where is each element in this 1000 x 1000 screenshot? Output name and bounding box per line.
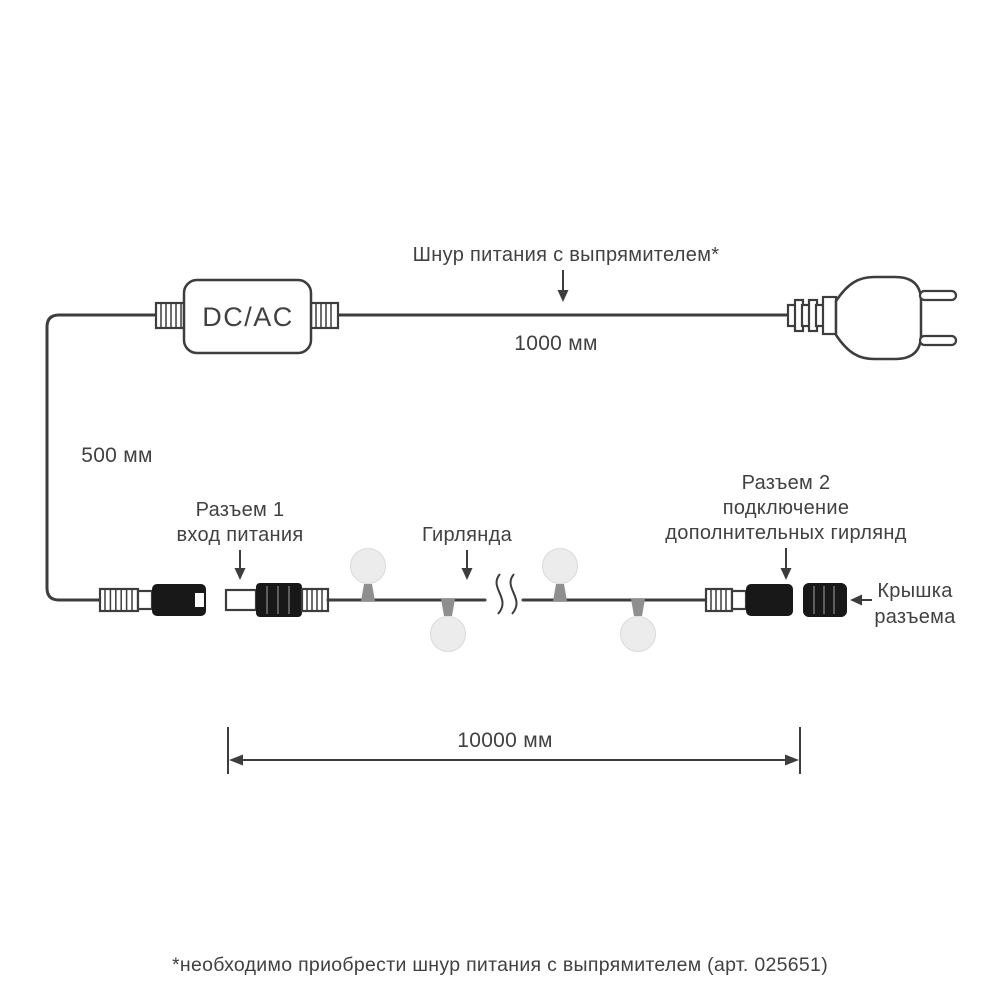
connector2-boot-ribs xyxy=(710,589,727,611)
plug-body xyxy=(834,275,923,361)
bulb-up-1 xyxy=(350,548,386,601)
cap-label-line2: разъема xyxy=(874,606,956,628)
bulb-holder xyxy=(441,599,455,616)
connector-1 xyxy=(224,583,330,617)
socket-boot-ribs xyxy=(104,589,133,611)
bulb-down-2 xyxy=(620,599,656,652)
connector2-label-line3: дополнительных гирлянд xyxy=(665,522,906,544)
bulb-holder xyxy=(553,584,567,601)
connector1-label-group: Разъем 1 вход питания xyxy=(176,499,303,580)
break-squiggle xyxy=(509,573,518,615)
cap-ribs xyxy=(813,586,835,614)
connector-cap xyxy=(803,583,847,617)
bulb xyxy=(430,616,466,652)
bulb-holder xyxy=(631,599,645,616)
power-socket xyxy=(98,584,206,616)
bulb xyxy=(542,548,578,584)
connector1-ribs xyxy=(266,586,290,614)
cap-label-line1: Крышка xyxy=(877,580,953,602)
socket-opening xyxy=(195,593,204,607)
connector2-arrow-head xyxy=(780,568,792,580)
connector2-label-line1: Разъем 2 xyxy=(742,472,831,494)
connector1-label-line2: вход питания xyxy=(176,524,303,546)
adapter-left-gland xyxy=(154,301,186,330)
connector1-arrow-head xyxy=(234,568,246,580)
plug-boot-collar xyxy=(821,295,838,336)
plug-pin-bottom xyxy=(918,334,958,347)
connector2-label-group: Разъем 2 подключение дополнительных гирл… xyxy=(665,472,906,580)
power-cord-arrow-head xyxy=(557,290,569,302)
footnote: *необходимо приобрести шнур питания с вы… xyxy=(172,954,828,976)
cap-arrow-head xyxy=(850,594,862,606)
connector-2 xyxy=(704,584,793,616)
connector1-boot-ribs xyxy=(306,589,323,611)
drop-length: 500 мм xyxy=(81,444,153,467)
power-cord-label: Шнур питания с выпрямителем* xyxy=(413,244,720,266)
cap-label-group: Крышка разъема xyxy=(850,580,956,628)
garland-arrow-head xyxy=(461,568,473,580)
dimension-garland-length: 10000 мм xyxy=(227,727,801,774)
garland-length: 10000 мм xyxy=(457,729,553,752)
bulb xyxy=(350,548,386,584)
input-cable xyxy=(45,313,159,602)
bulb xyxy=(620,616,656,652)
connector2-black-body xyxy=(746,584,793,616)
dimension-arrow-right xyxy=(785,754,799,766)
connector1-boot xyxy=(300,587,330,613)
garland-label-group: Гирлянда xyxy=(422,524,513,580)
adapter-box: DC/AC xyxy=(154,278,340,355)
garland-label: Гирлянда xyxy=(422,524,513,546)
bulb-up-2 xyxy=(542,548,578,601)
bulb-down-1 xyxy=(430,599,466,652)
adapter-left-gland-ribs xyxy=(160,303,182,328)
adapter-right-gland-ribs xyxy=(315,303,332,328)
power-plug xyxy=(786,275,958,361)
adapter-right-gland xyxy=(309,301,340,330)
power-cord-section: Шнур питания с выпрямителем* DC/AC 1000 … xyxy=(45,244,958,602)
plug-pin-top xyxy=(918,289,958,302)
bulb-holder xyxy=(361,584,375,601)
adapter-label: DC/AC xyxy=(202,302,294,332)
socket-collar xyxy=(136,589,154,611)
connector1-black-body xyxy=(256,583,302,617)
break-squiggle xyxy=(495,573,504,615)
connector1-label-line1: Разъем 1 xyxy=(196,499,285,521)
socket-black-body xyxy=(152,584,206,616)
connector2-collar xyxy=(730,589,748,611)
connector1-pin xyxy=(224,588,258,612)
connector2-boot xyxy=(704,587,734,613)
adapter-body xyxy=(182,278,313,355)
cap-body xyxy=(803,583,847,617)
connector2-label-line2: подключение xyxy=(723,497,850,519)
garland-string: Разъем 1 вход питания Гирлянда Разъем 2 … xyxy=(98,472,956,652)
dimension-arrow-left xyxy=(229,754,243,766)
power-cord-length: 1000 мм xyxy=(514,332,598,355)
